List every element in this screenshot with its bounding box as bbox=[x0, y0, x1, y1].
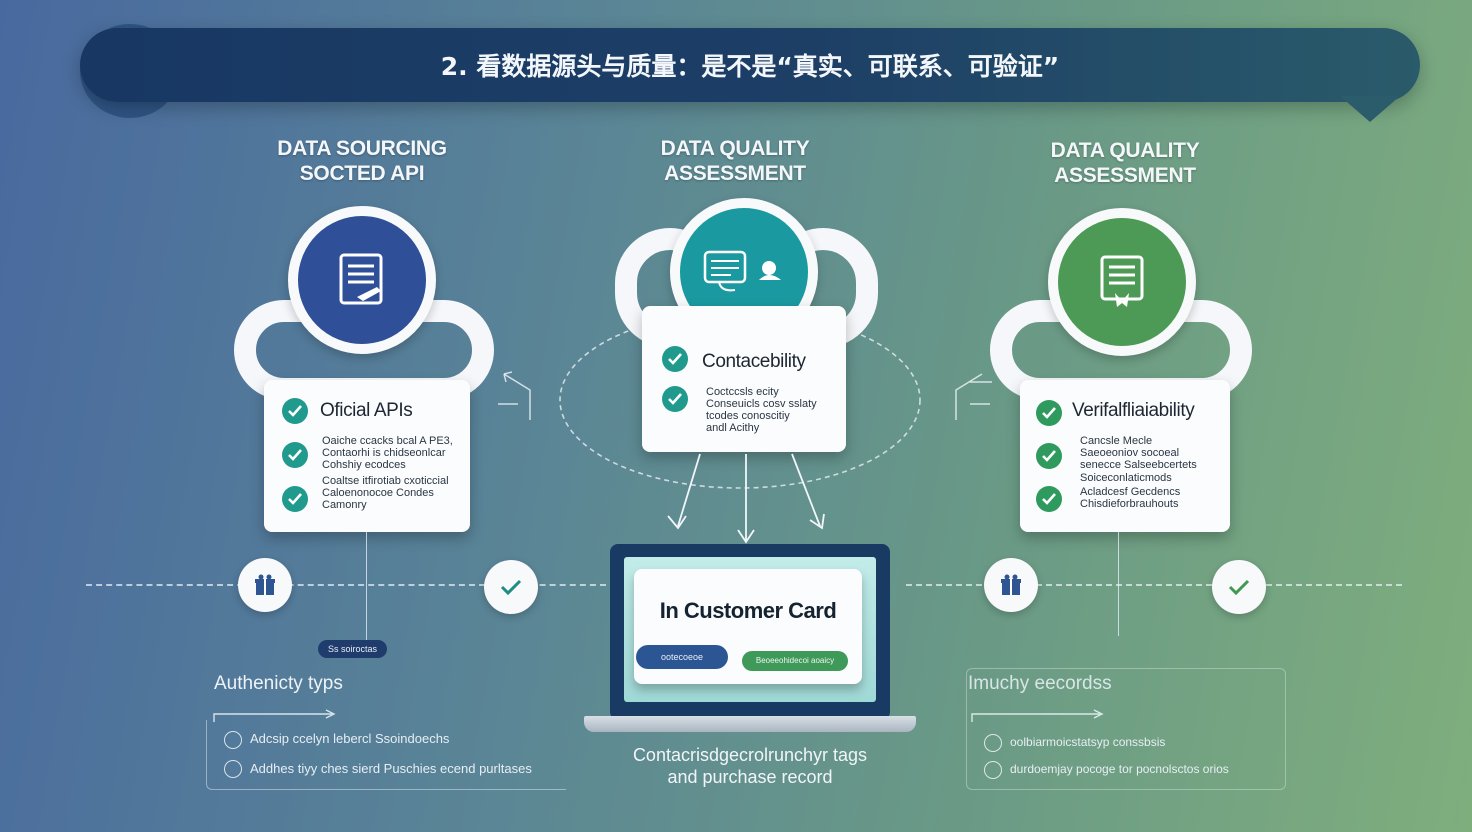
check-icon bbox=[1036, 400, 1062, 426]
timeline-dashes-right bbox=[906, 584, 1402, 586]
title-banner bbox=[80, 28, 1420, 102]
customer-tag-pill[interactable]: ootecoeoe bbox=[636, 645, 728, 669]
certificate-icon bbox=[1100, 255, 1144, 307]
check-icon bbox=[282, 442, 308, 468]
column-3-heading-line2: ASSESSMENT bbox=[1054, 164, 1196, 187]
records-line: durdoemjay pocoge tor pocnolsctos orios bbox=[1010, 762, 1229, 776]
column-1-heading-line1: DATA SOURCING bbox=[277, 137, 447, 160]
laptop-caption: Contacrisdgecrolrunchyr tags and purchas… bbox=[560, 744, 940, 788]
records-label: Imuchy eecordss bbox=[968, 673, 1112, 694]
banner-title: 2. 看数据源头与质量：是不是“真实、可联系、可验证” bbox=[440, 52, 1060, 81]
check-icon bbox=[1036, 486, 1062, 512]
column-1-heading-line2: SOCTED API bbox=[299, 162, 425, 185]
check-icon bbox=[1036, 443, 1062, 469]
laptop-caption-line2: and purchase record bbox=[667, 767, 833, 787]
gift-icon bbox=[984, 558, 1038, 612]
connector-line bbox=[1118, 532, 1119, 636]
column-2-heading-line1: DATA QUALITY bbox=[660, 137, 810, 160]
column-3-heading-line1: DATA QUALITY bbox=[1050, 139, 1200, 162]
column-2-card-line: Coctccsls ecity bbox=[706, 386, 779, 398]
check-icon bbox=[282, 398, 308, 424]
check-circle-icon bbox=[1212, 560, 1266, 614]
column-2-card bbox=[642, 306, 846, 452]
column-1-card-line: Cohshiy ecodces bbox=[322, 459, 406, 471]
column-1-heading: DATA SOURCING SOCTED API bbox=[232, 136, 492, 186]
laptop-caption-line1: Contacrisdgecrolrunchyr tags bbox=[632, 745, 868, 765]
gift-icon bbox=[238, 558, 292, 612]
arrow-right-icon bbox=[213, 709, 336, 722]
purchase-record-pill[interactable]: Beoeeohidecoi aoaicy bbox=[742, 651, 848, 671]
document-edit-icon bbox=[339, 253, 383, 305]
data-chat-icon bbox=[703, 250, 781, 292]
check-icon bbox=[662, 386, 688, 412]
column-3-card-line: Cancsle Mecle bbox=[1080, 435, 1153, 447]
column-3-card-line: Chisdieforbrauhouts bbox=[1080, 498, 1179, 510]
authenticity-line: Adcsip ccelyn lebercl Ssoindoechs bbox=[250, 731, 450, 746]
banner-tail bbox=[1340, 96, 1400, 122]
arrow-right-icon bbox=[971, 709, 1104, 722]
tag-icon bbox=[224, 731, 242, 749]
column-1-card-line: Camonry bbox=[322, 499, 367, 511]
column-1-card-line: Oaiche ccacks bcal A PE3, bbox=[322, 435, 453, 447]
check-icon bbox=[282, 486, 308, 512]
column-3-icon-circle bbox=[1048, 208, 1196, 356]
right-bracket-arrow bbox=[955, 373, 992, 420]
connector-line bbox=[366, 532, 367, 640]
column-3-card-line: Soiceconlaticmods bbox=[1080, 472, 1172, 484]
timeline-dashes-left bbox=[86, 584, 606, 586]
column-2-card-title: Contacebility bbox=[702, 351, 806, 372]
column-2-card-line: Conseuicls cosv sslaty bbox=[706, 398, 817, 410]
authenticity-label: Authenicty typs bbox=[214, 673, 343, 694]
left-lower-frame bbox=[206, 720, 566, 790]
column-3-card-title: Verifalfliaiability bbox=[1072, 400, 1195, 421]
tag-icon bbox=[984, 734, 1002, 752]
column-1-icon-circle bbox=[288, 206, 436, 354]
column-2-heading-line2: ASSESSMENT bbox=[664, 162, 806, 185]
check-icon bbox=[662, 346, 688, 372]
column-3-card-line: Saeoeoniov socoeal bbox=[1080, 447, 1180, 459]
authenticity-line: Addhes tiyy ches sierd Puschies ecend pu… bbox=[250, 761, 532, 776]
column-1-card-line: Coaltse itfirotiab cxoticcial bbox=[322, 475, 449, 487]
column-3-card-line: Acladcesf Gecdencs bbox=[1080, 486, 1181, 498]
column-3-card-line: senecce Salseebcertets bbox=[1080, 459, 1197, 471]
column-3-heading: DATA QUALITY ASSESSMENT bbox=[990, 138, 1260, 188]
column-1-card-line: Caloenonocoe Condes bbox=[322, 487, 434, 499]
tag-icon bbox=[224, 760, 242, 778]
column-2-card-line: tcodes conoscitiy bbox=[706, 410, 790, 422]
customer-card-title: In Customer Card bbox=[659, 598, 837, 623]
check-circle-icon bbox=[484, 560, 538, 614]
column-2-card-line: andl Acithy bbox=[706, 422, 760, 434]
records-line: oolbiarmoicstatsyp conssbsis bbox=[1010, 735, 1166, 749]
column-2-heading: DATA QUALITY ASSESSMENT bbox=[600, 136, 870, 186]
tag-icon bbox=[984, 761, 1002, 779]
laptop-base bbox=[584, 716, 916, 732]
column-1-card-title: Oficial APIs bbox=[320, 400, 413, 421]
column-1-card-line: Contaorhi is chidseonlcar bbox=[322, 447, 446, 459]
down-arrows bbox=[667, 453, 825, 544]
right-lower-frame bbox=[966, 668, 1286, 790]
left-bracket-arrow bbox=[498, 371, 531, 420]
source-tag: Ss soiroctas bbox=[318, 640, 388, 658]
